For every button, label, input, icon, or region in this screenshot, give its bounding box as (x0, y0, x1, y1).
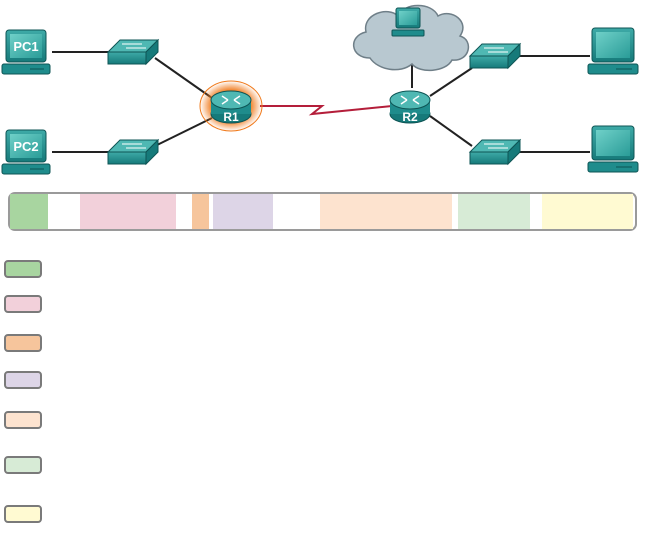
legend-swatch-4 (4, 371, 42, 389)
frame-segment-10 (452, 194, 458, 229)
server-pc-icon (391, 7, 425, 37)
cable-switch1-r1 (154, 57, 213, 99)
pc1-label: PC1 (13, 39, 38, 54)
r2-label: R2 (402, 110, 418, 124)
frame-segment-7 (213, 194, 273, 229)
frame-segment-3 (80, 194, 176, 229)
frame-segment-6 (209, 194, 213, 229)
frame-segment-1 (10, 194, 48, 229)
pc2-icon[interactable]: PC2 (1, 129, 51, 175)
frame-segment-12 (530, 194, 542, 229)
pc2-label: PC2 (13, 139, 38, 154)
switch-1-icon[interactable] (106, 38, 160, 66)
switch-2-icon[interactable] (106, 138, 160, 166)
legend-swatch-3 (4, 334, 42, 352)
cables (52, 48, 590, 153)
legend-swatch-6 (4, 456, 42, 474)
switch-3-icon[interactable] (468, 42, 522, 70)
frame-segment-9 (320, 194, 452, 229)
frame-segment-13 (542, 194, 633, 229)
frame-segment-8 (273, 194, 320, 229)
frame-bar (8, 192, 637, 231)
pc-right-top-icon[interactable] (587, 27, 639, 75)
legend-swatch-2 (4, 295, 42, 313)
cable-r2-switch3 (429, 67, 473, 97)
pc-right-bottom-icon[interactable] (587, 125, 639, 173)
internet-cloud (353, 4, 470, 72)
switch-4-icon[interactable] (468, 138, 522, 166)
legend-swatch-5 (4, 411, 42, 429)
frame-segment-2 (48, 194, 80, 229)
legend-swatch-7 (4, 505, 42, 523)
cable-switch2-r1 (154, 117, 213, 147)
pc1-icon[interactable]: PC1 (1, 29, 51, 75)
router-r2-icon[interactable]: R2 (389, 90, 431, 124)
legend-swatch-1 (4, 260, 42, 278)
wan-serial-link (260, 105, 393, 116)
cable-r2-switch4 (429, 115, 473, 147)
router-r1-icon[interactable]: R1 (199, 80, 263, 132)
r1-label: R1 (223, 110, 239, 124)
frame-segment-4 (176, 194, 192, 229)
frame-segment-5 (192, 194, 209, 229)
frame-segment-11 (458, 194, 530, 229)
network-topology-diagram: PC1 PC2 R1 (1, 4, 639, 231)
